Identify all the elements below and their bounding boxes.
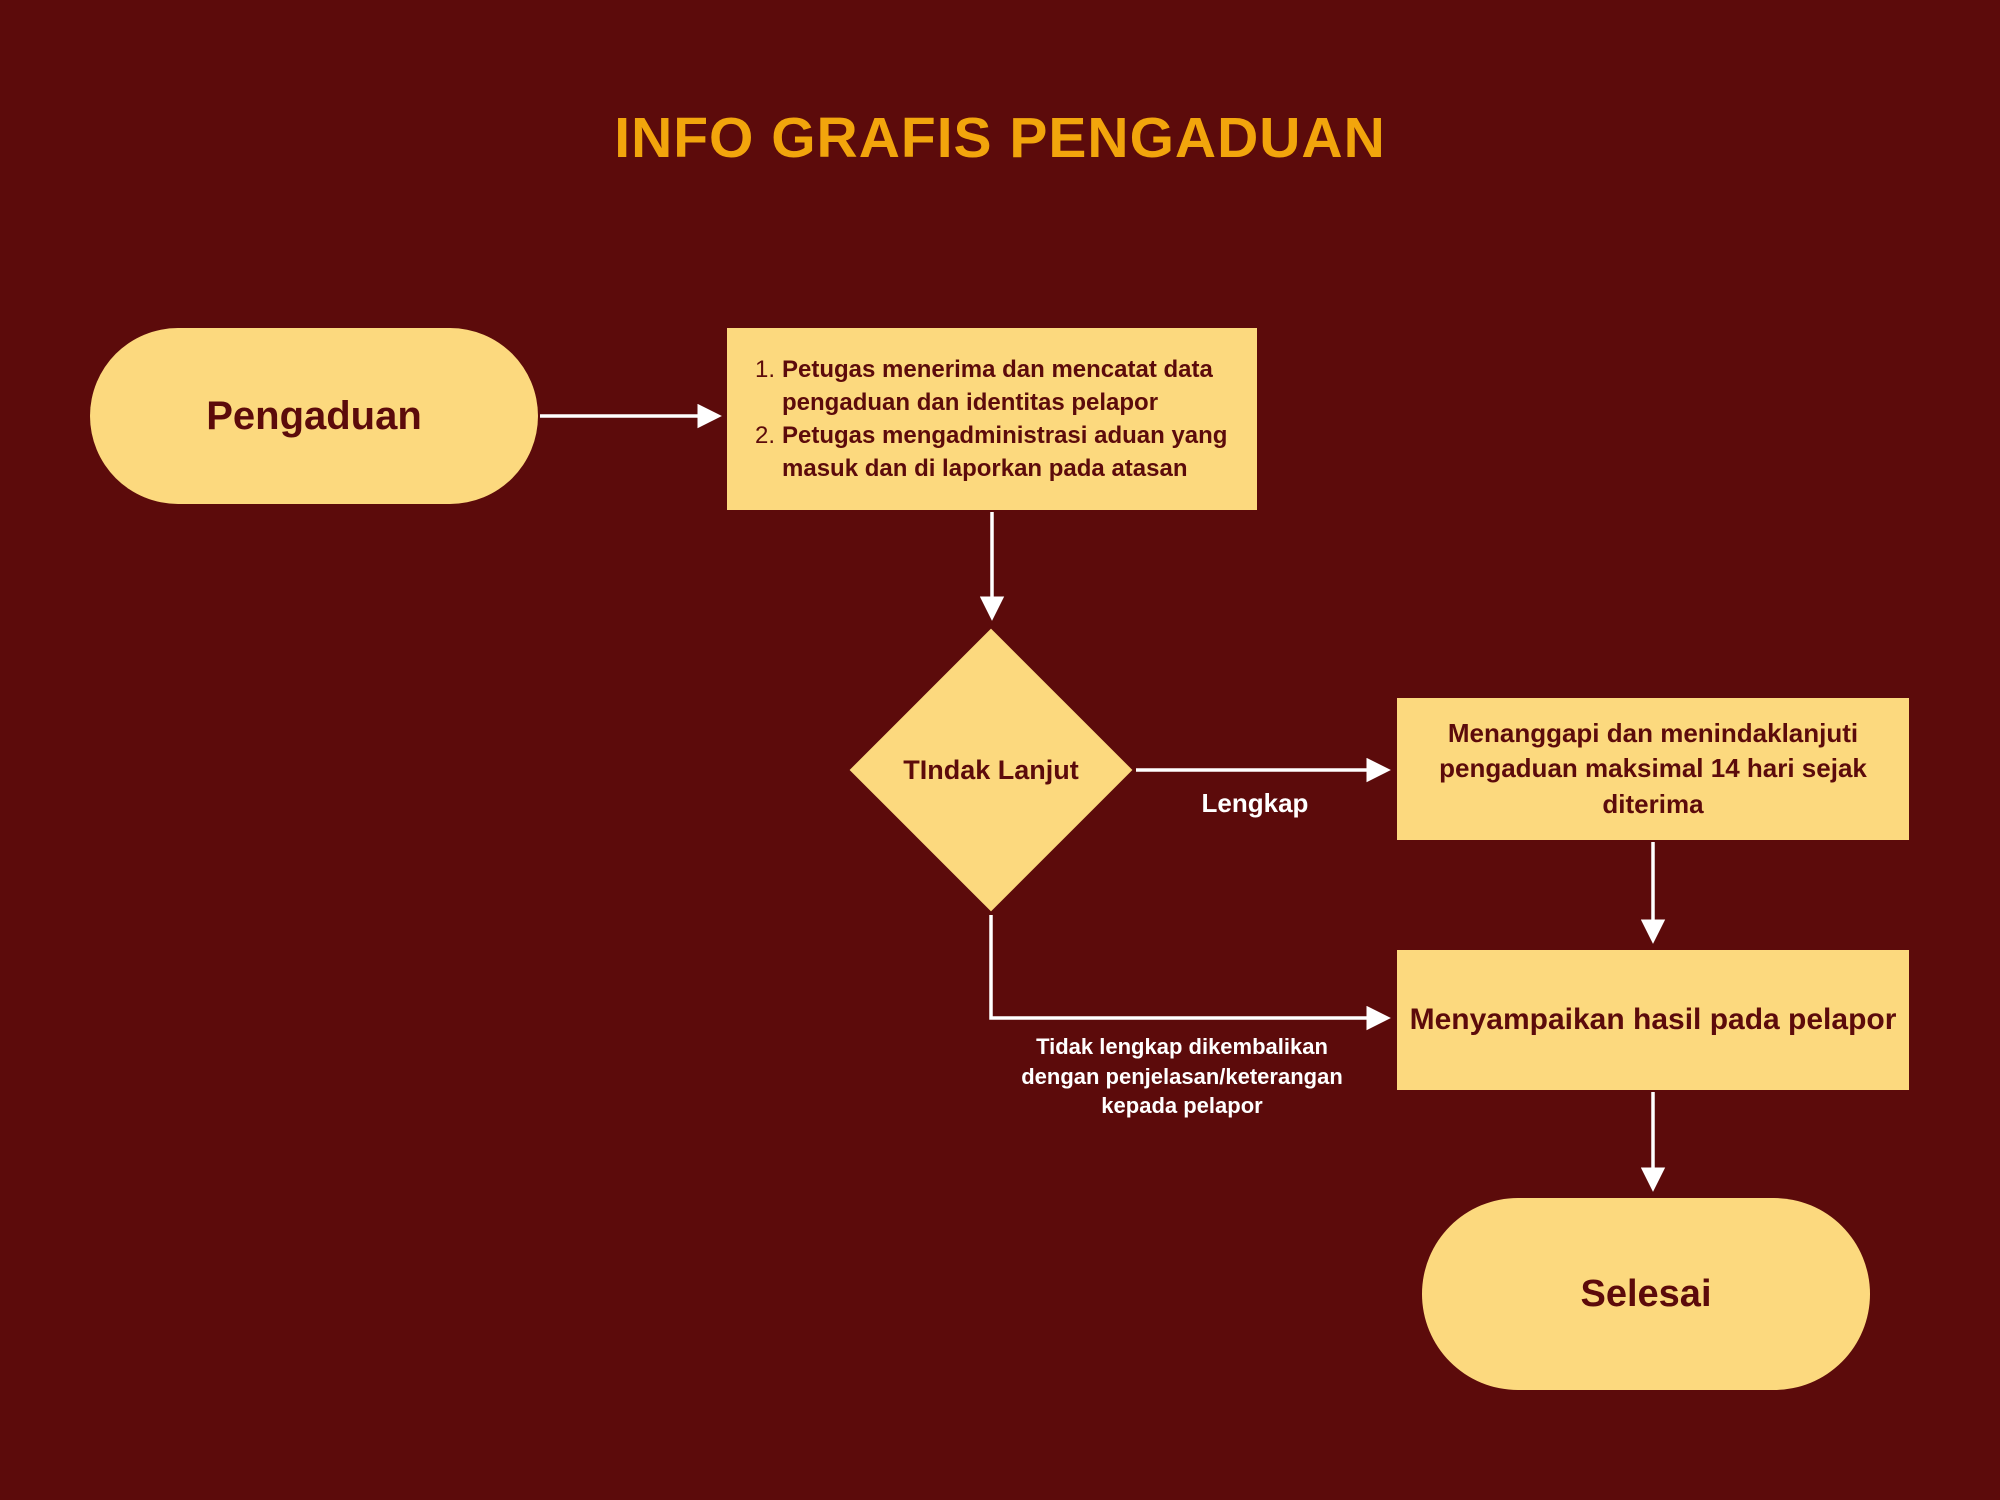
process-box-menanggapi: Menanggapi dan menindaklanjuti pengaduan… [1397, 698, 1909, 840]
process-step-2: 2. Petugas mengadministrasi aduan yang m… [755, 419, 1231, 485]
process3-label: Menyampaikan hasil pada pelapor [1409, 1003, 1897, 1036]
start-node-label: Pengaduan [206, 393, 422, 438]
end-node-selesai: Selesai [1422, 1198, 1870, 1390]
decision-label: TIndak Lanjut [903, 754, 1079, 785]
step-number: 2. [755, 422, 776, 449]
process-box-petugas: 1. Petugas menerima dan mencatat data pe… [727, 328, 1257, 510]
edge-decision-to-process3 [989, 915, 1391, 1031]
process-box-menyampaikan: Menyampaikan hasil pada pelapor [1397, 950, 1909, 1090]
step-number: 1. [755, 355, 776, 383]
end-node-label: Selesai [1580, 1272, 1712, 1315]
process-step-1: 1. Petugas menerima dan mencatat data pe… [755, 353, 1231, 419]
page-title: INFO GRAFIS PENGADUAN [614, 106, 1386, 170]
step-text: Petugas menerima dan mencatat data penga… [782, 355, 1213, 416]
edge-label-tidak-lengkap: Tidak lengkap dikembalikan dengan penjel… [1021, 1034, 1343, 1119]
edge-label-lengkap: Lengkap [1201, 788, 1309, 818]
start-node-pengaduan: Pengaduan [90, 328, 538, 504]
process2-label: Menanggapi dan menindaklanjuti pengaduan… [1439, 718, 1867, 819]
step-text: Petugas mengadministrasi aduan yang masu… [782, 422, 1228, 483]
decision-node-tindak-lanjut: TIndak Lanjut [848, 627, 1134, 913]
